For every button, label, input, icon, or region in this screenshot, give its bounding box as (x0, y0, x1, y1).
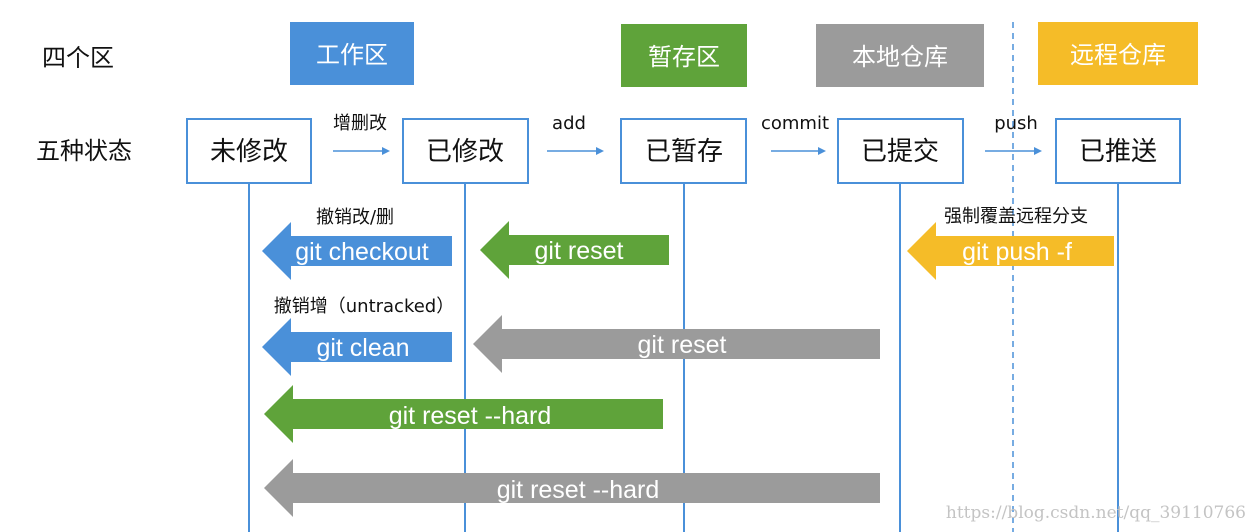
arrow-label-git-push-force: git push -f (962, 238, 1072, 266)
area-label-workspace: 工作区 (316, 41, 388, 69)
arrow-git-push-force: git push -f (907, 222, 1114, 280)
arrow-label-git-checkout: git checkout (295, 238, 428, 266)
row-label-states: 五种状态 (36, 137, 132, 165)
transition-label-commit: commit (761, 113, 829, 134)
state-label-staged: 已暂存 (645, 137, 723, 167)
area-box-workspace (290, 22, 414, 85)
state-label-modified: 已修改 (426, 137, 504, 167)
arrow-git-reset-committed: git reset (473, 315, 880, 373)
transition-add: add (547, 113, 604, 155)
state-box-modified (402, 118, 529, 184)
state-label-pushed: 已推送 (1079, 137, 1157, 167)
caption-push-force: 强制覆盖远程分支 (944, 206, 1088, 227)
area-box-local-repo (816, 24, 984, 87)
transition-label-edit: 增删改 (333, 113, 387, 134)
arrow-label-git-reset-hard-staged: git reset --hard (389, 402, 552, 430)
area-box-staging (621, 24, 747, 87)
transition-edit: 增删改 (333, 113, 390, 155)
arrow-label-git-reset-hard-committed: git reset --hard (497, 476, 660, 504)
watermark: https://blog.csdn.net/qq_39110766 (946, 503, 1246, 523)
area-label-local-repo: 本地仓库 (852, 43, 948, 71)
arrow-git-checkout: git checkout (262, 222, 452, 280)
state-label-unmodified: 未修改 (210, 137, 288, 167)
state-box-unmodified (186, 118, 312, 184)
arrow-git-reset-hard-committed: git reset --hard (264, 459, 880, 517)
caption-checkout: 撤销改/删 (316, 207, 394, 228)
state-box-committed (837, 118, 964, 184)
row-label-areas: 四个区 (42, 44, 114, 72)
area-box-remote-repo (1038, 22, 1198, 85)
arrow-git-clean: git clean (262, 318, 452, 376)
state-box-pushed (1055, 118, 1181, 184)
area-label-staging: 暂存区 (648, 43, 720, 71)
area-label-remote-repo: 远程仓库 (1070, 41, 1166, 69)
arrow-git-reset-staged: git reset (480, 221, 669, 279)
transition-label-add: add (552, 113, 586, 134)
caption-clean: 撤销增（untracked） (274, 296, 454, 317)
state-label-committed: 已提交 (861, 137, 939, 167)
arrow-label-git-reset-committed: git reset (638, 331, 727, 359)
transition-push: push (985, 113, 1042, 155)
transition-label-push: push (994, 113, 1038, 134)
arrow-label-git-reset-staged: git reset (535, 237, 624, 265)
arrow-git-reset-hard-staged: git reset --hard (264, 385, 663, 443)
arrow-label-git-clean: git clean (316, 334, 409, 362)
state-box-staged (620, 118, 747, 184)
transition-commit: commit (761, 113, 829, 155)
